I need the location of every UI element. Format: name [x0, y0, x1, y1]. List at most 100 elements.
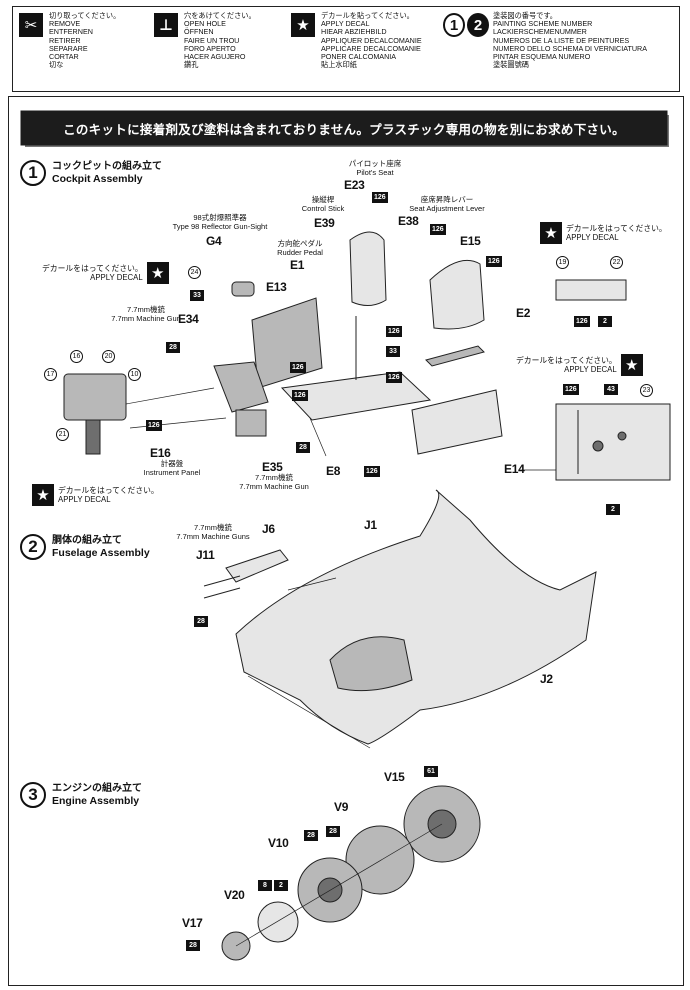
bulkhead-e13 — [251, 297, 323, 389]
decal-number: 10 — [128, 368, 141, 381]
part-g4: G4 — [206, 234, 222, 248]
paint-code: 126 — [364, 466, 380, 477]
paint-code: 126 — [290, 362, 306, 373]
mg-barrel-j11 — [203, 575, 241, 587]
paint-code: 8 — [258, 880, 272, 891]
paint-code: 61 — [424, 766, 438, 777]
paint-code: 33 — [190, 290, 204, 301]
notice-banner: このキットに接着剤及び塗料は含まれておりません。プラスチック専用の物を別にお求め… — [22, 112, 666, 144]
part-j6: J6 — [262, 522, 275, 536]
legend-painting-text: 塗装図の番号です。 PAINTING SCHEME NUMBER LACKIER… — [493, 11, 648, 70]
label-mg-2: 7.7mm機銃 7.7mm Machine Gun — [239, 473, 309, 491]
paint-code: 2 — [274, 880, 288, 891]
paint-code: 126 — [372, 192, 388, 203]
paint-code: 126 — [574, 316, 590, 327]
part-e8: E8 — [326, 464, 341, 478]
engine-cylinders-v9 — [345, 825, 415, 895]
pilot-seat — [349, 231, 387, 306]
paint-code: 28 — [304, 830, 318, 841]
decal-star-icon: ★ — [540, 222, 562, 244]
legend-cut-text: 切り取ってください。 REMOVE ENTFERNEN RETIRER SEPA… — [49, 11, 121, 70]
paint-code: 28 — [296, 442, 310, 453]
engine-ring-v20 — [257, 901, 299, 943]
part-e23: E23 — [344, 178, 365, 192]
label-pilot-seat: パイロット座席 Pilot's Seat — [348, 159, 402, 177]
decal-number: 24 — [188, 266, 201, 279]
legend-decal-text: デカールを貼ってください。 APPLY DECAL HIEAR ABZIEHBI… — [321, 11, 422, 70]
label-mg-1: 7.7mm機銃 7.7mm Machine Gun — [111, 305, 181, 323]
decal-number: 20 — [102, 350, 115, 363]
part-j2: J2 — [540, 672, 553, 686]
part-v15: V15 — [384, 770, 405, 784]
decal-panel-right — [555, 403, 671, 481]
part-e2: E2 — [516, 306, 531, 320]
part-e13: E13 — [266, 280, 287, 294]
cockpit-floor — [280, 371, 432, 421]
mg-e35-bracket — [235, 409, 267, 437]
decal-note-side-panel: デカールをはってください。 APPLY DECAL ★ — [516, 354, 643, 376]
paint-code: 33 — [386, 346, 400, 357]
decal-number: 16 — [70, 350, 83, 363]
fuselage-j1 — [235, 489, 597, 745]
part-v9: V9 — [334, 800, 349, 814]
legend-drill-text: 穴をあけてください。 OPEN HOLE ÖFFNEN FAIRE UN TRO… — [184, 11, 256, 70]
paint-code: 126 — [386, 326, 402, 337]
part-e2 — [425, 345, 485, 367]
gun-console — [213, 361, 269, 413]
label-control-stick: 操縦桿 Control Stick — [301, 195, 345, 213]
instrument-panel-mount — [85, 419, 101, 455]
step-number: 3 — [20, 782, 46, 808]
part-v10: V10 — [268, 836, 289, 850]
decal-number: 21 — [56, 428, 69, 441]
part-e14: E14 — [504, 462, 525, 476]
part-v17: V17 — [182, 916, 203, 930]
label-gunsight: 98式射爆照準器 Type 98 Reflector Gun-Sight — [172, 213, 268, 231]
instruction-frame — [8, 96, 684, 986]
decal-star-icon: ★ — [620, 354, 643, 376]
label-rudder-pedal: 方向舵ペダル Rudder Pedal — [277, 239, 323, 257]
gun-cover-j6 — [225, 549, 289, 583]
paint-code: 2 — [598, 316, 612, 327]
legend-painting: 1 2 塗装図の番号です。 PAINTING SCHEME NUMBER LAC… — [437, 7, 677, 91]
decal-panel-small — [555, 279, 627, 301]
legend-drill: ⊥ 穴をあけてください。 OPEN HOLE ÖFFNEN FAIRE UN T… — [148, 7, 283, 91]
part-e34: E34 — [178, 312, 199, 326]
paint-code: 28 — [326, 826, 340, 837]
seat-frame-e15 — [429, 260, 485, 330]
decal-number: 19 — [556, 256, 569, 269]
legend-strip: ✂ 切り取ってください。 REMOVE ENTFERNEN RETIRER SE… — [12, 6, 680, 92]
legend-cut: ✂ 切り取ってください。 REMOVE ENTFERNEN RETIRER SE… — [13, 7, 148, 91]
paint-code: 126 — [430, 224, 446, 235]
part-e16: E16 — [150, 446, 171, 460]
legend-decal: ★ デカールを貼ってください。 APPLY DECAL HIEAR ABZIEH… — [285, 7, 435, 91]
part-e1: E1 — [290, 258, 305, 272]
decal-note-instrument-panel: ★ デカールをはってください。 APPLY DECAL — [32, 484, 159, 506]
paint-code: 28 — [186, 940, 200, 951]
painting-number-icon: 1 2 — [443, 13, 489, 37]
fuselage-cockpit-insert — [329, 636, 413, 692]
paint-code: 126 — [146, 420, 162, 431]
instrument-panel — [63, 373, 127, 421]
paint-code: 126 — [486, 256, 502, 267]
part-e15: E15 — [460, 234, 481, 248]
paint-code: 2 — [606, 504, 620, 515]
side-panel-e14 — [411, 389, 503, 455]
label-seat-lever: 座席昇降レバー Seat Adjustment Lever — [409, 195, 485, 213]
paint-code: 126 — [386, 372, 402, 383]
part-e38: E38 — [398, 214, 419, 228]
paint-code: 43 — [604, 384, 618, 395]
part-v20: V20 — [224, 888, 245, 902]
part-e39: E39 — [314, 216, 335, 230]
mg-barrel-j11b — [203, 587, 241, 599]
decal-star-icon: ★ — [32, 484, 54, 506]
decal-note-gunsight: デカールをはってください。 APPLY DECAL ★ — [42, 262, 169, 284]
label-fuselage-mg: 7.7mm機銃 7.7mm Machine Guns — [176, 523, 250, 541]
paint-code: 28 — [166, 342, 180, 353]
part-j11: J11 — [196, 548, 215, 562]
decal-note-cockpit-right: ★ デカールをはってください。 APPLY DECAL — [540, 222, 667, 244]
paint-code: 126 — [563, 384, 579, 395]
decal-number: 17 — [44, 368, 57, 381]
